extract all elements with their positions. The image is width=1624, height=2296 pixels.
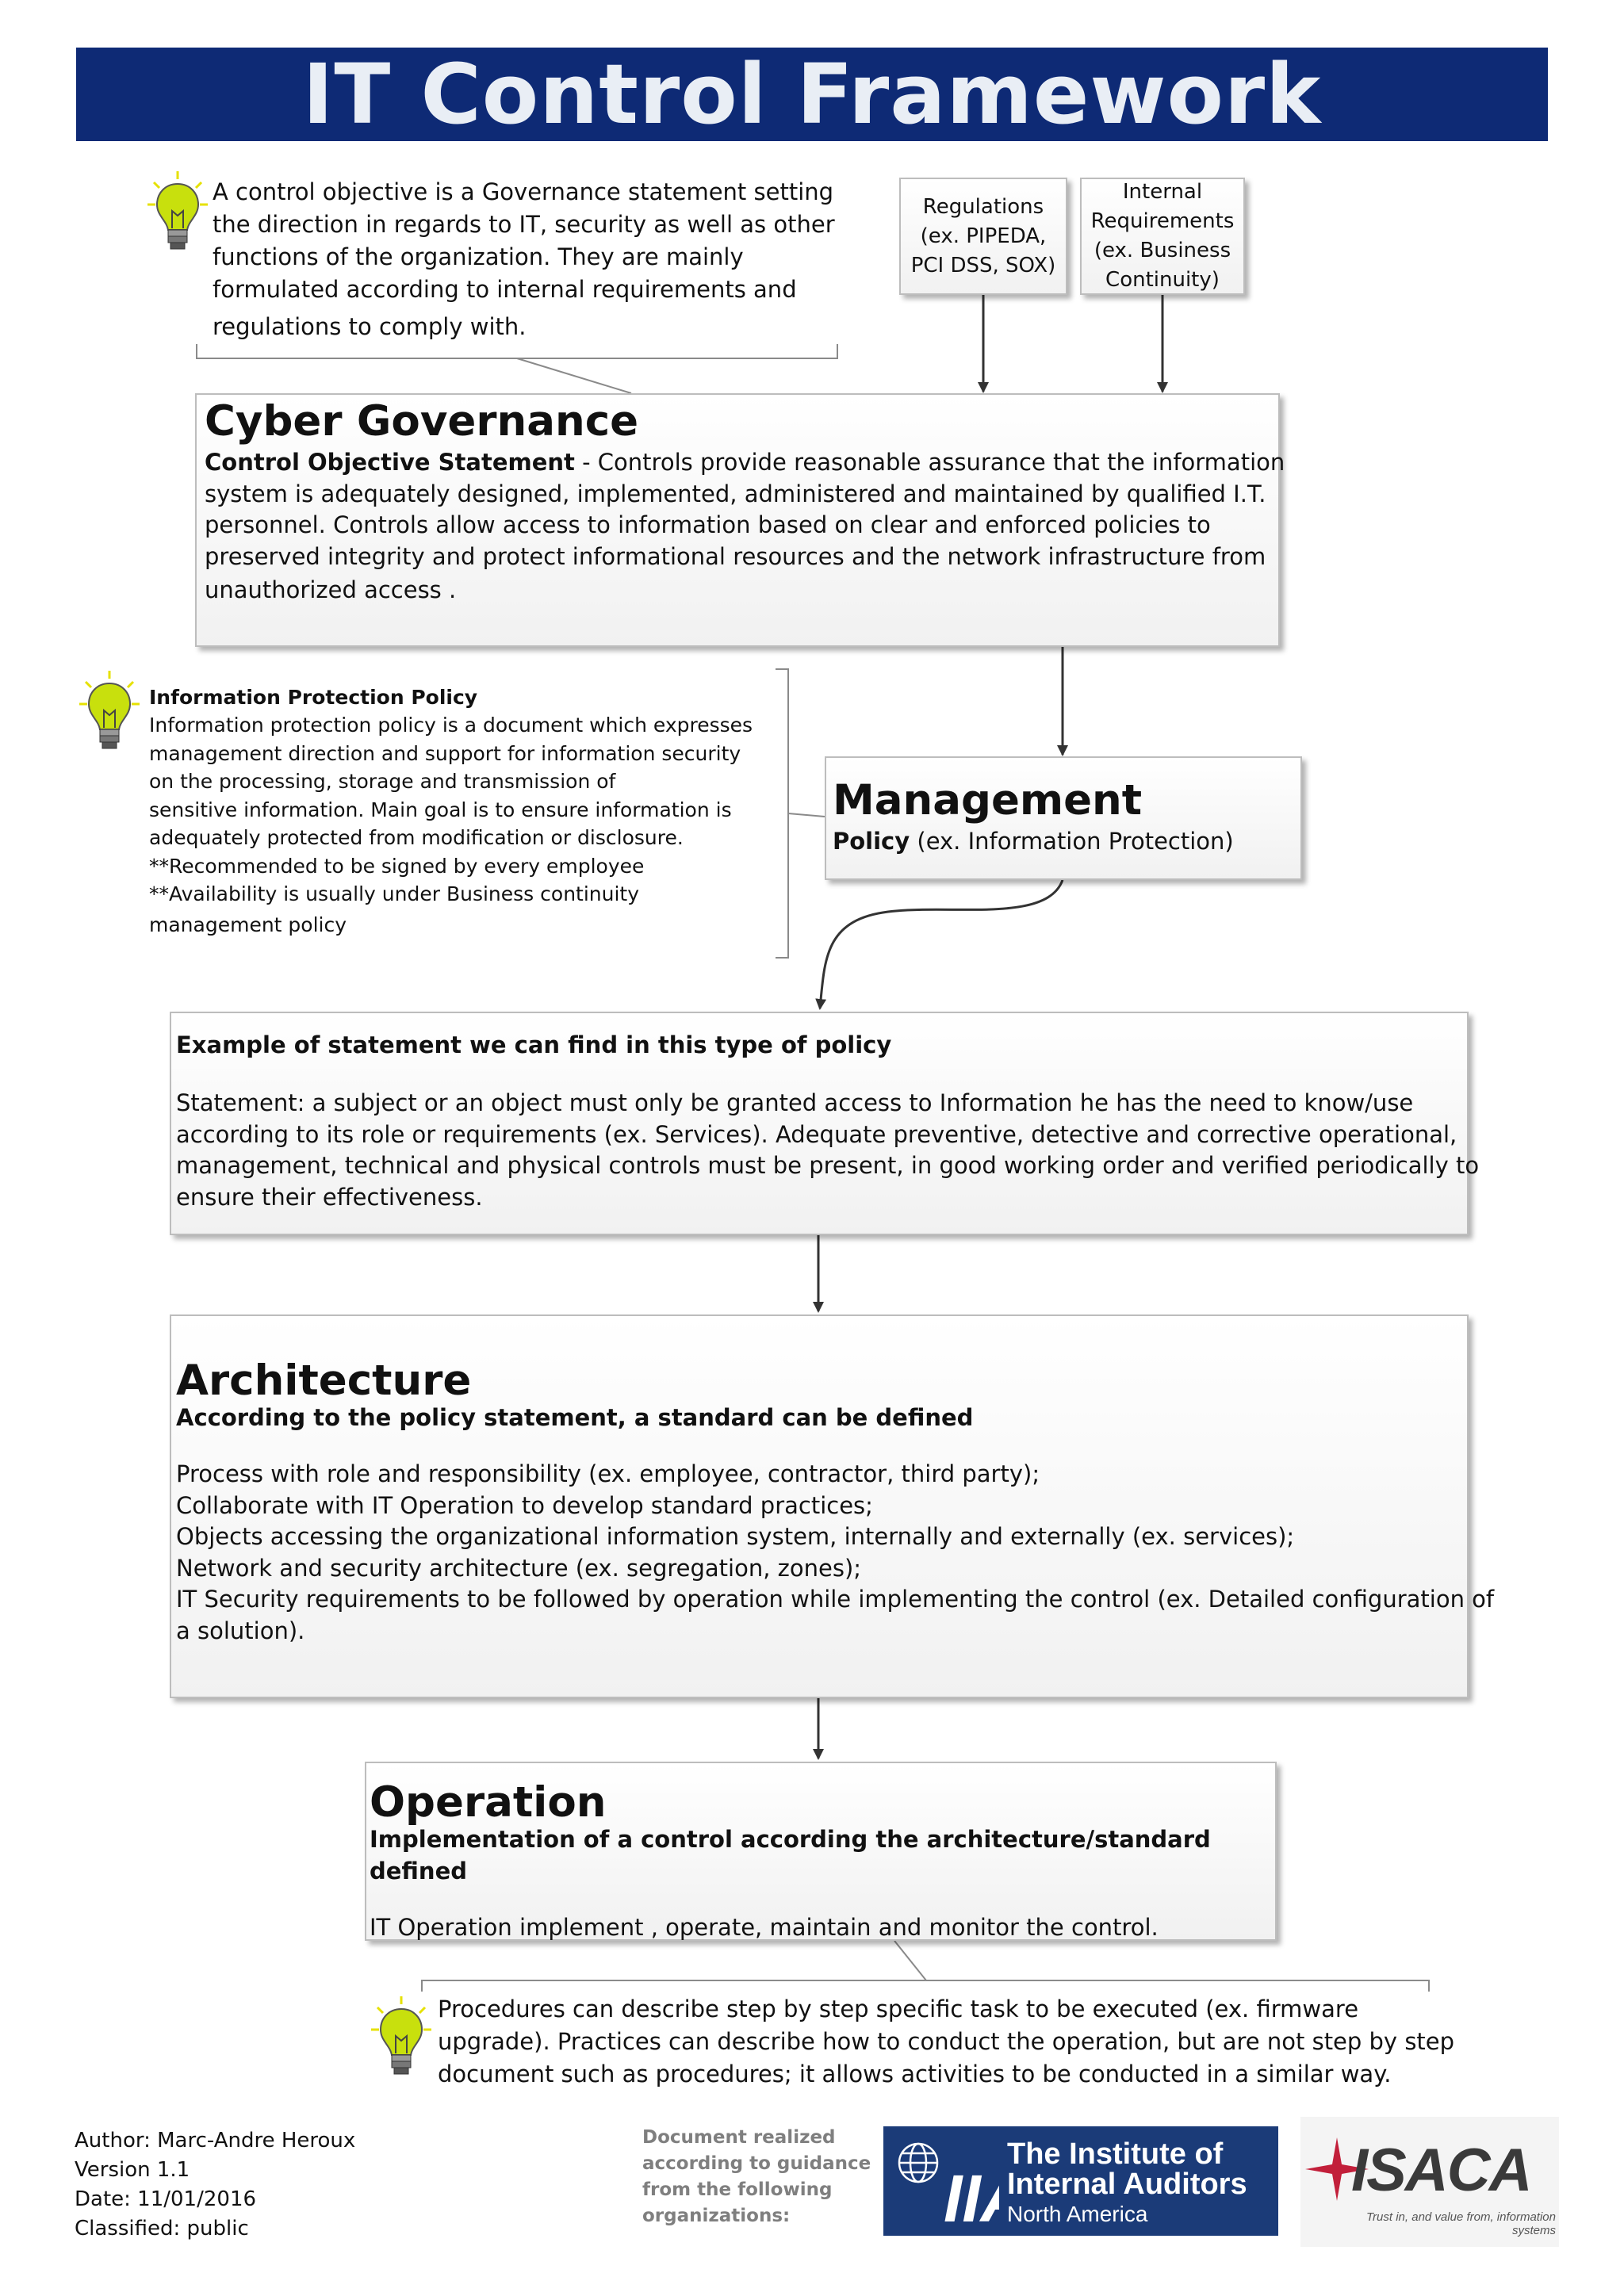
control-objective-line: Control Objective Statement - Controls p… [205, 447, 1285, 479]
lightbulb-icon [371, 1996, 431, 2075]
page-title: IT Control Framework [76, 48, 1548, 141]
guidance-note: Document realized according to guidance … [642, 2125, 871, 2229]
management-heading: Management [833, 776, 1143, 825]
architecture-line: Objects accessing the organizational inf… [176, 1523, 1295, 1550]
policy-note-line: on the processing, storage and transmiss… [149, 770, 616, 793]
intro-callout-line: regulations to comply with. [213, 313, 527, 340]
procedures-note-bracket [421, 1980, 1430, 1992]
intro-callout-bracket [196, 344, 838, 359]
intro-callout: A control objective is a Governance stat… [213, 176, 847, 343]
regulations-box: Regulations (ex. PIPEDA, PCI DSS, SOX) [899, 178, 1067, 295]
architecture-box: Architecture According to the policy sta… [170, 1314, 1495, 1698]
policy-note-line: adequately protected from modification o… [149, 826, 684, 849]
regulations-line: (ex. PIPEDA, [920, 224, 1047, 248]
procedures-note-line: document such as procedures; it allows a… [438, 2061, 1392, 2087]
author: Author: Marc-Andre Heroux [75, 2129, 356, 2152]
policy-note-pointer [787, 813, 825, 817]
intro-callout-line: functions of the organization. They are … [213, 243, 744, 270]
internal-requirements-line: (ex. Business [1094, 239, 1231, 262]
policy-example-line: according to its role or requirements (e… [176, 1120, 1457, 1148]
control-objective-label: Control Objective Statement [205, 449, 575, 476]
operation-box: Operation Implementation of a control ac… [365, 1762, 1277, 1941]
lightbulb-icon [79, 671, 140, 749]
isaca-wordmark: ISACA [1351, 2137, 1532, 2204]
control-objective-line: system is adequately designed, implement… [205, 480, 1266, 507]
globe-icon: IIA [898, 2142, 999, 2228]
iia-logo: IIA The Institute of Internal Auditors N… [883, 2126, 1278, 2236]
iia-mark: IIA [944, 2161, 999, 2228]
policy-note-line: management policy [149, 913, 347, 936]
operation-heading: Operation [370, 1778, 607, 1827]
iia-name: The Institute of Internal Auditors [1007, 2139, 1247, 2199]
regulations-line: Regulations [922, 194, 1044, 219]
iia-name-line: The Institute of [1007, 2137, 1224, 2171]
policy-note-line: Information protection policy is a docum… [149, 714, 753, 737]
intro-callout-line: A control objective is a Governance stat… [213, 178, 834, 205]
policy-example-box: Example of statement we can find in this… [170, 1012, 1480, 1235]
internal-requirements-box: Internal Requirements (ex. Business Cont… [1080, 178, 1245, 295]
intro-callout-pointer [516, 358, 632, 394]
intro-callout-line: the direction in regards to IT, security… [213, 211, 835, 238]
internal-requirements-line: Requirements [1090, 209, 1235, 233]
intro-callout-line: formulated according to internal require… [213, 276, 797, 303]
procedures-note-line: Procedures can describe step by step spe… [438, 1996, 1359, 2022]
classification: Classified: public [75, 2217, 249, 2241]
policy-example-line: Statement: a subject or an object must o… [176, 1089, 1414, 1116]
architecture-line: Network and security architecture (ex. s… [176, 1554, 862, 1582]
policy-note-line: management direction and support for inf… [149, 741, 741, 765]
isaca-tagline: Trust in, and value from, information sy… [1366, 2210, 1556, 2237]
policy-example-line: ensure their effectiveness. [176, 1183, 483, 1211]
architecture-line: Collaborate with IT Operation to develop… [176, 1491, 873, 1519]
management-box: Management Policy (ex. Information Prote… [825, 756, 1302, 880]
policy-note-line: **Recommended to be signed by every empl… [149, 854, 645, 878]
policy-note: Information Protection Policy Informatio… [149, 683, 776, 939]
policy-note-line: sensitive information. Main goal is to e… [149, 798, 732, 821]
cyber-governance-heading: Cyber Governance [205, 397, 639, 446]
internal-requirements-line: Internal [1122, 180, 1203, 204]
cyber-governance-box: Cyber Governance Control Objective State… [195, 393, 1285, 647]
iia-name-line: Internal Auditors [1007, 2168, 1247, 2201]
version: Version 1.1 [75, 2158, 190, 2182]
management-policy-label: Policy [833, 828, 910, 855]
operation-body: IT Operation implement , operate, mainta… [370, 1914, 1159, 1941]
guidance-line: according to guidance [642, 2153, 871, 2174]
procedures-note-pointer [894, 1940, 927, 1981]
date: Date: 11/01/2016 [75, 2187, 257, 2211]
management-policy-line: Policy (ex. Information Protection) [833, 826, 1300, 858]
architecture-line: IT Security requirements to be followed … [176, 1586, 1495, 1613]
control-objective-text: - Controls provide reasonable assurance … [574, 449, 1285, 476]
procedures-note-line: upgrade). Practices can describe how to … [438, 2028, 1455, 2055]
procedures-note: Procedures can describe step by step spe… [438, 1993, 1455, 2091]
policy-example-line: management, technical and physical contr… [176, 1152, 1480, 1179]
guidance-line: Document realized [642, 2127, 836, 2148]
document-info: Author: Marc-Andre Heroux Version 1.1 Da… [75, 2126, 355, 2244]
control-objective-line: personnel. Controls allow access to info… [205, 511, 1211, 538]
control-objective-line: unauthorized access . [205, 576, 457, 603]
iia-region: North America [1007, 2202, 1148, 2226]
architecture-line: a solution). [176, 1617, 305, 1644]
guidance-line: organizations: [642, 2206, 791, 2226]
architecture-heading: Architecture [176, 1357, 472, 1405]
regulations-line: PCI DSS, SOX) [910, 253, 1056, 277]
internal-requirements-line: Continuity) [1105, 268, 1220, 292]
policy-example-heading: Example of statement we can find in this… [176, 1031, 892, 1058]
architecture-line: Process with role and responsibility (ex… [176, 1460, 1040, 1487]
guidance-line: from the following [642, 2179, 833, 2200]
policy-note-line: **Availability is usually under Business… [149, 882, 640, 905]
management-policy-text: (ex. Information Protection) [910, 828, 1234, 855]
architecture-subheading: According to the policy statement, a sta… [176, 1404, 974, 1431]
arrow-management-example [815, 879, 1064, 1010]
lightbulb-icon [147, 171, 208, 250]
policy-note-bracket [776, 668, 789, 959]
operation-subheading: Implementation of a control according th… [370, 1826, 1211, 1885]
isaca-star-icon [1305, 2137, 1369, 2201]
isaca-logo: ISACA Trust in, and value from, informat… [1300, 2117, 1559, 2247]
policy-note-title: Information Protection Policy [149, 686, 478, 709]
control-objective-line: preserved integrity and protect informat… [205, 542, 1266, 570]
